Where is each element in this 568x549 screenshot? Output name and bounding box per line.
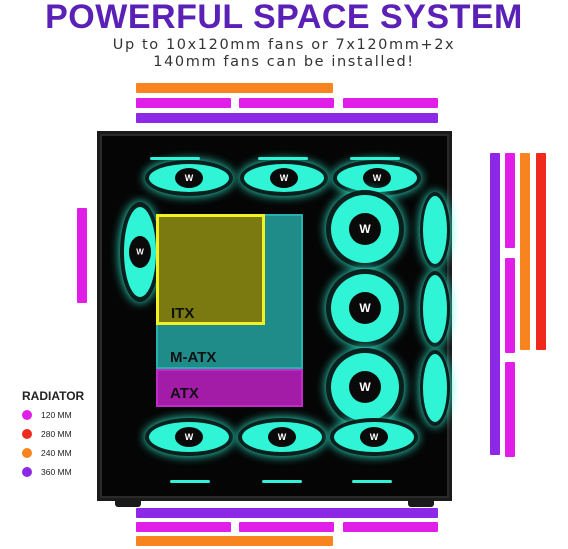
right-radiator-bar-280mm xyxy=(536,153,546,350)
side-fan-1: W xyxy=(326,190,404,268)
right-radiator-bar-240mm xyxy=(520,153,530,350)
fan-logo: W xyxy=(359,301,371,315)
fan-logo: W xyxy=(372,173,382,183)
legend-label: 120 MM xyxy=(41,410,72,420)
legend-title: RADIATOR xyxy=(22,389,85,403)
legend-label: 360 MM xyxy=(41,467,72,477)
subtitle-line-1: Up to 10x120mm fans or 7x120mm+2x xyxy=(112,37,456,53)
right-side-fan-2 xyxy=(420,271,450,347)
left-radiator-bar-120mm xyxy=(77,208,87,303)
fan-logo: W xyxy=(184,173,194,183)
page-subtitle: Up to 10x120mm fans or 7x120mm+2x 140mm … xyxy=(0,37,568,71)
fan-logo: W xyxy=(136,247,144,257)
legend-dot-red xyxy=(22,429,32,439)
fan-logo: W xyxy=(369,432,379,442)
subtitle-line-2: 140mm fans can be installed! xyxy=(153,54,415,70)
legend-dot-magenta xyxy=(22,410,32,420)
bottom-radiator-bar-120mm-2 xyxy=(239,522,334,532)
bottom-fan-1: W xyxy=(145,418,233,456)
top-radiator-bar-120mm-1 xyxy=(136,98,231,108)
legend-item-360mm: 360 MM xyxy=(22,465,72,479)
itx-board-area: ITX xyxy=(156,214,265,325)
top-fan-3: W xyxy=(333,160,421,196)
top-radiator-bar-120mm-3 xyxy=(343,98,438,108)
bottom-glow-strip xyxy=(170,480,210,483)
bottom-radiator-bar-120mm-1 xyxy=(136,522,231,532)
right-radiator-bar-120mm-3 xyxy=(505,362,515,457)
right-radiator-bar-120mm-2 xyxy=(505,258,515,353)
bottom-radiator-bar-360mm xyxy=(136,508,438,518)
legend-label: 280 MM xyxy=(41,429,72,439)
bottom-radiator-bar-120mm-3 xyxy=(343,522,438,532)
bottom-fan-2: W xyxy=(238,418,326,456)
fan-logo: W xyxy=(279,173,289,183)
right-side-fan-3 xyxy=(420,350,450,426)
bottom-glow-strip-3 xyxy=(352,480,392,483)
atx-board-area: ATX xyxy=(156,369,303,407)
fan-logo: W xyxy=(359,222,371,236)
bottom-fan-3: W xyxy=(330,418,418,456)
atx-label: ATX xyxy=(170,385,199,402)
top-glow-strip xyxy=(150,157,200,160)
itx-label: ITX xyxy=(171,305,195,322)
bottom-radiator-bar-240mm xyxy=(136,536,333,546)
fan-logo: W xyxy=(359,380,371,394)
side-fan-2: W xyxy=(326,269,404,347)
right-radiator-bar-120mm-1 xyxy=(505,153,515,248)
top-radiator-bar-360mm xyxy=(136,113,438,123)
legend-item-280mm: 280 MM xyxy=(22,427,72,441)
fan-logo: W xyxy=(277,432,287,442)
side-fan-3: W xyxy=(326,348,404,426)
right-side-fan-1 xyxy=(420,192,450,268)
legend-dot-purple xyxy=(22,467,32,477)
right-radiator-bar-360mm xyxy=(490,153,500,455)
top-radiator-bar-240mm xyxy=(136,83,333,93)
top-radiator-bar-120mm-2 xyxy=(239,98,334,108)
fan-logo: W xyxy=(184,432,194,442)
bottom-glow-strip-2 xyxy=(262,480,302,483)
legend-dot-orange xyxy=(22,448,32,458)
legend-item-240mm: 240 MM xyxy=(22,446,72,460)
rear-fan: W xyxy=(120,202,160,302)
page-title: POWERFUL SPACE SYSTEM xyxy=(45,0,523,36)
case-foot-left xyxy=(115,498,141,507)
legend-label: 240 MM xyxy=(41,448,72,458)
matx-label: M-ATX xyxy=(170,349,217,366)
top-fan-2: W xyxy=(240,160,328,196)
case-foot-right xyxy=(408,498,434,507)
top-glow-strip-3 xyxy=(350,157,400,160)
legend-item-120mm: 120 MM xyxy=(22,408,72,422)
top-fan-1: W xyxy=(145,160,233,196)
top-glow-strip-2 xyxy=(258,157,308,160)
